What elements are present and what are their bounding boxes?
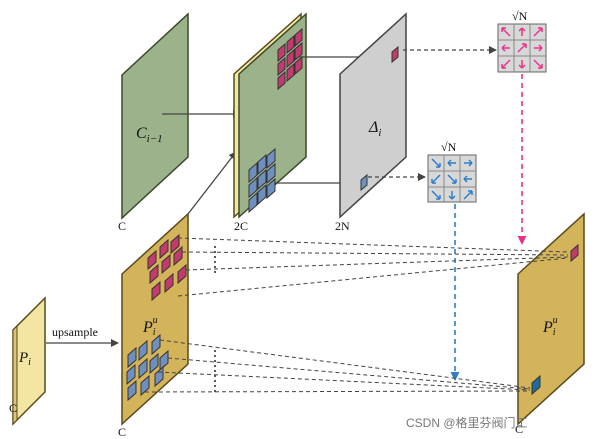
output-pink-point [570,243,579,263]
delta-channels: 2N [335,219,350,233]
c-prev-channels: C [118,219,126,233]
watermark: CSDN @格里芬阀门工 [406,415,528,430]
delta-offset-map [339,12,407,219]
blue-sampling-patches-left [126,333,169,402]
delta-blue-point [360,173,368,192]
output-channels: C [515,422,523,436]
p-i-feature-map [12,296,46,426]
pink-sampling-patches-left [147,233,187,302]
p-i-u-channels: C [118,425,126,439]
upsample-label: upsample [52,325,98,339]
blue-patches-concat [248,147,276,214]
mid-offset-grid [427,154,477,203]
c-prev-feature-map [121,12,189,220]
c-prev-label: Ci−1 [136,125,163,145]
sqrt-n-mid-label: √N [441,140,457,154]
concat-channels: 2C [234,219,248,233]
sampling-projection-lines [144,237,569,393]
p-i-channels: C [9,401,17,415]
output-blue-point [531,374,541,396]
delta-label: Δi [368,119,381,139]
p-i-u-to-concat-arrow [187,151,237,215]
p-i-label: Pi [18,350,31,368]
top-offset-grid [497,23,547,73]
delta-pink-point [391,45,399,64]
output-feature-map [517,212,585,426]
sqrt-n-top-label: √N [512,9,528,23]
p-i-u-label: Piu [142,315,158,338]
pink-patches-concat [277,27,303,91]
output-label: Piu [542,315,558,338]
